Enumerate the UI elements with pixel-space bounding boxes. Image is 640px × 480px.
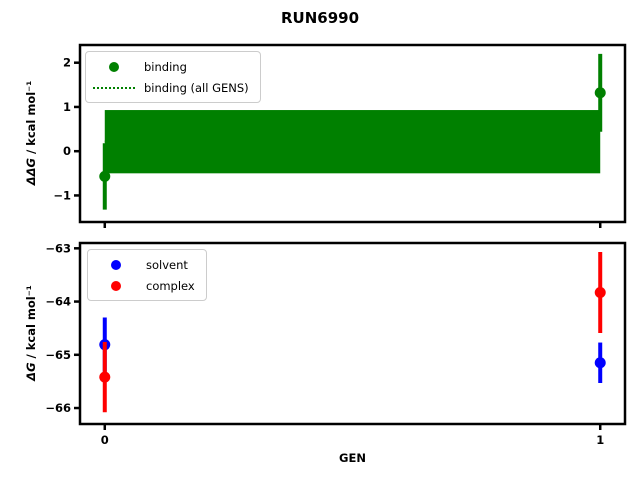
bottom-ylabel-math: ΔG	[24, 362, 38, 381]
legend-item-binding-all-gens: binding (all GENS)	[93, 78, 249, 97]
legend-item-complex: complex	[95, 276, 195, 295]
y-tick-label: −66	[45, 401, 71, 415]
axes-spines	[78, 43, 627, 224]
legend-item-solvent: solvent	[95, 255, 195, 274]
binding-marker	[99, 170, 111, 182]
bottom-y-axis-label: ΔG / kcal mol⁻¹	[23, 223, 39, 443]
x-tick-label: 0	[101, 433, 109, 447]
bottom-ylabel-unit: / kcal mol⁻¹	[24, 285, 38, 363]
solvent-marker	[594, 357, 606, 369]
figure-title: RUN6990	[280, 9, 360, 27]
dot-glyph	[111, 259, 121, 270]
top-y-axis-label: ΔΔG / kcal mol⁻¹	[23, 23, 39, 243]
dot-glyph	[111, 280, 121, 291]
y-tick-label: 2	[63, 56, 71, 70]
y-tick-label: 1	[63, 100, 71, 114]
bottom-legend: solvent complex	[87, 249, 207, 301]
x-tick-label: 1	[596, 433, 604, 447]
top-legend: binding binding (all GENS)	[85, 51, 261, 103]
top-ylabel-math: ΔΔG	[24, 158, 38, 186]
axes-spines	[78, 241, 627, 426]
complex-marker	[594, 287, 606, 299]
dotted-line-glyph	[93, 86, 135, 89]
y-tick-label: −64	[45, 295, 71, 309]
binding-dot-icon	[93, 61, 135, 72]
complex-dot-icon	[95, 280, 137, 291]
legend-label-solvent: solvent	[146, 257, 188, 272]
all-gens-uncertainty-band	[104, 110, 601, 174]
legend-label-binding-all-gens: binding (all GENS)	[144, 80, 249, 95]
y-tick-label: −63	[45, 241, 71, 255]
legend-label-complex: complex	[146, 278, 195, 293]
complex-marker	[99, 371, 111, 383]
dot-glyph	[109, 61, 119, 72]
y-tick-label: −1	[53, 188, 71, 202]
top-ylabel-unit: / kcal mol⁻¹	[24, 80, 38, 159]
x-axis-label: GEN	[339, 451, 366, 465]
binding-marker	[594, 87, 606, 99]
legend-item-binding: binding	[93, 57, 249, 76]
y-tick-label: −65	[45, 348, 71, 362]
y-tick-label: 0	[63, 144, 71, 158]
solvent-dot-icon	[95, 259, 137, 270]
dotted-line-icon	[93, 86, 135, 89]
legend-label-binding: binding	[144, 59, 187, 74]
